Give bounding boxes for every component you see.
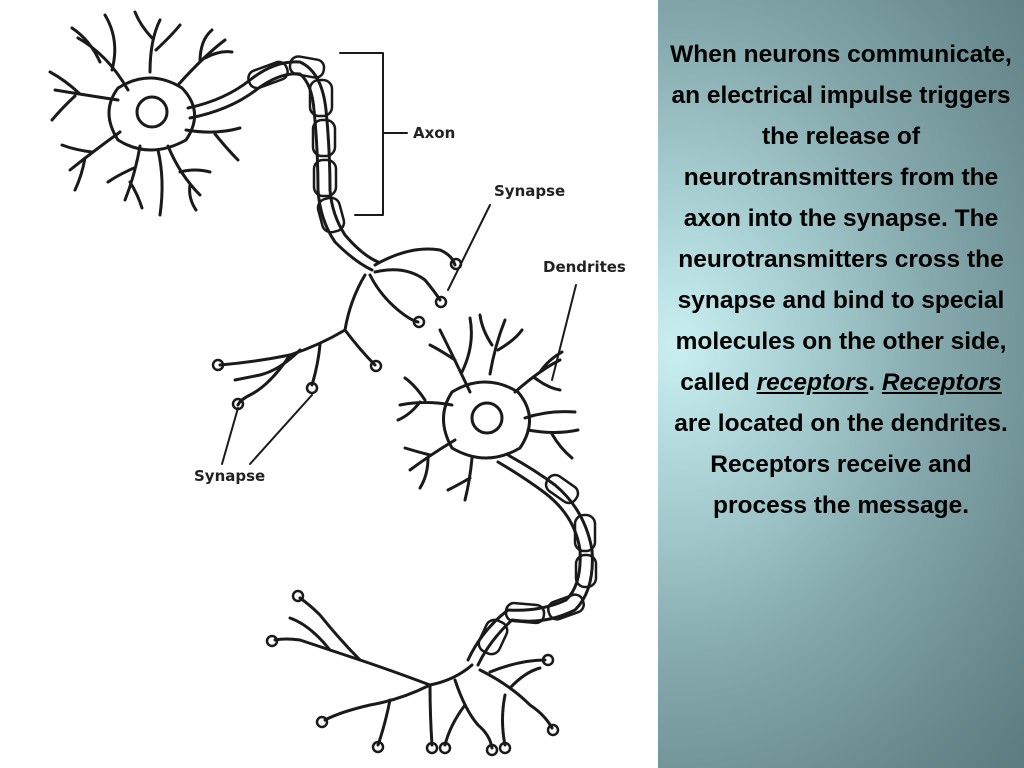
lower-terminals [265, 589, 560, 757]
explanation-part-2: . [868, 369, 876, 396]
explanation-part-3: are located on the dendrites. Receptors … [674, 410, 1008, 519]
axon-label: Axon [413, 124, 456, 142]
synapse-lower-pointer-1 [221, 407, 239, 465]
term-receptors-capitalized: Receptors [881, 369, 1002, 396]
upper-axon [186, 55, 380, 272]
synapse-label-upper: Synapse [494, 182, 566, 200]
synapse-label-lower: Synapse [194, 467, 266, 485]
synapse-lower-pointer-2 [249, 394, 313, 465]
dendrites-label: Dendrites [543, 258, 626, 276]
neuron-diagram: Axon Synapse Dendrites Synapse [48, 10, 626, 757]
dendrites-pointer [551, 284, 577, 381]
axon-bracket [339, 52, 384, 216]
lower-axon [466, 453, 598, 667]
lower-neuron [396, 313, 580, 502]
synapse-upper-pointer [447, 204, 491, 291]
label-pointers [221, 52, 577, 465]
explanation-panel: When neurons communicate, an electrical … [658, 0, 1024, 768]
neuron-illustration [48, 10, 598, 757]
explanation-part-1: When neurons communicate, an electrical … [670, 41, 1012, 396]
term-receptors: receptors [756, 369, 869, 396]
axon-terminals [211, 247, 463, 411]
explanation-text: When neurons communicate, an electrical … [666, 34, 1016, 526]
upper-neuron [48, 10, 242, 217]
